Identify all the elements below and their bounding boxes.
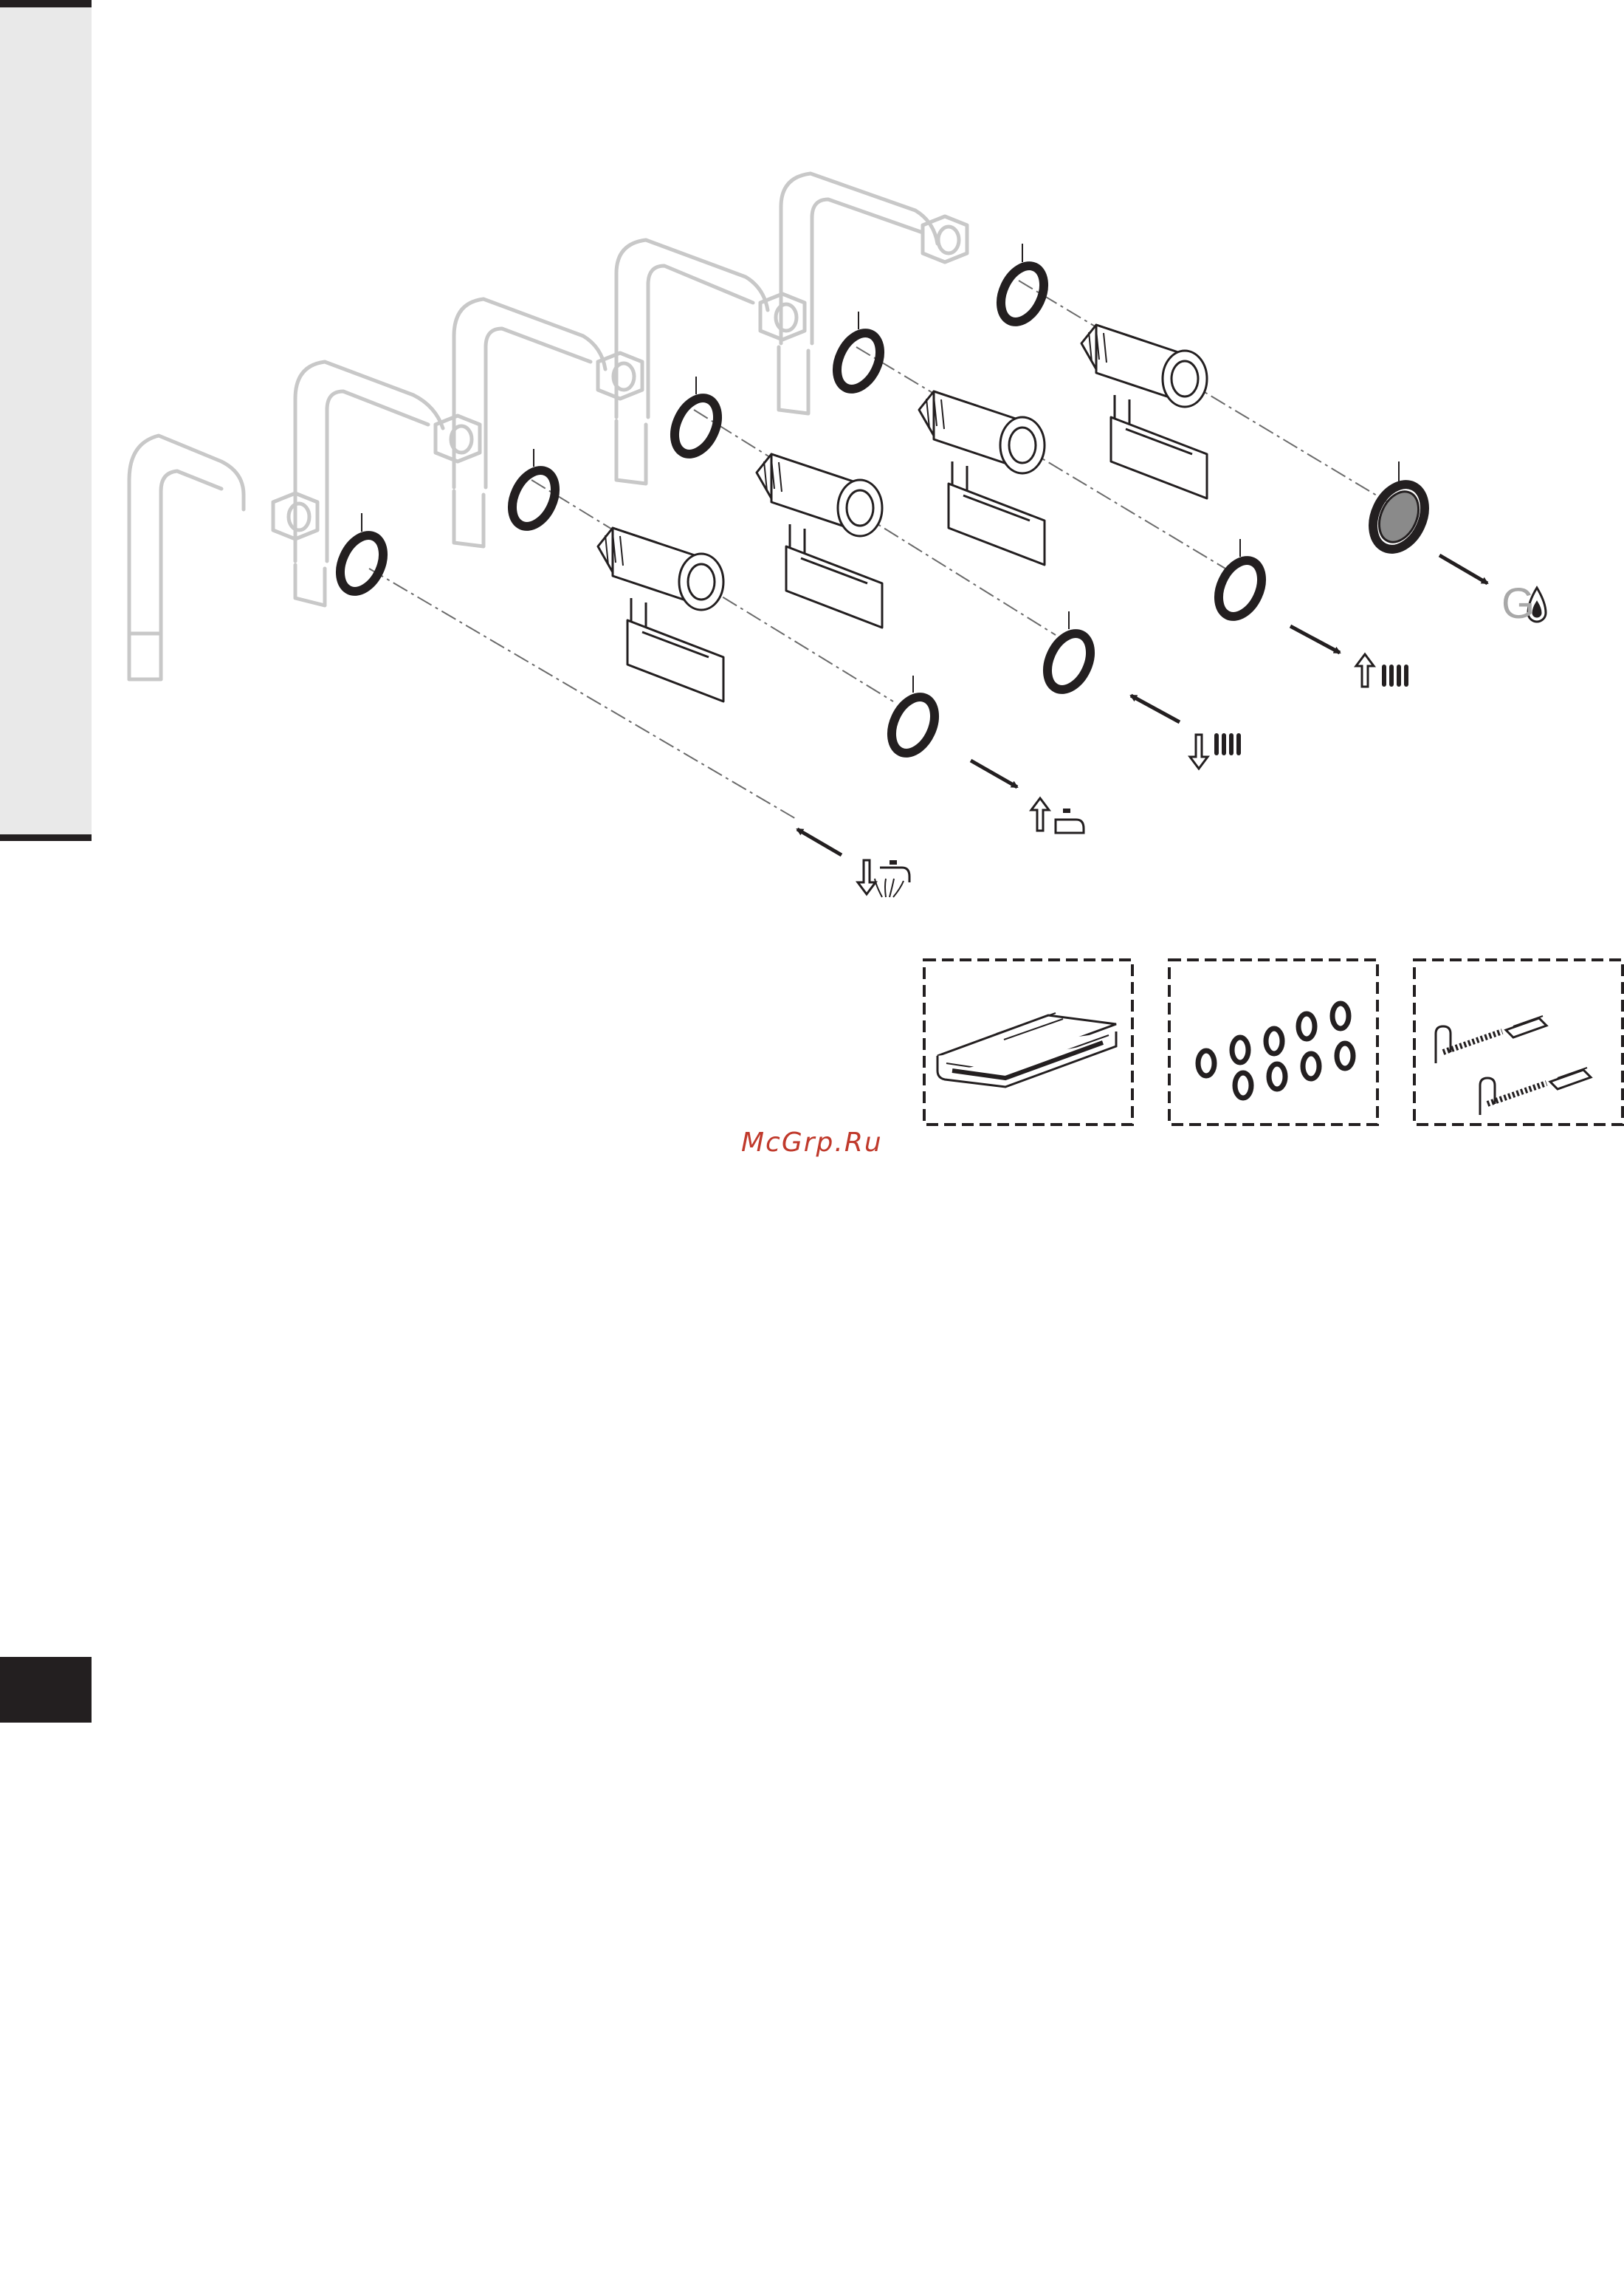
gas-label: G bbox=[1501, 580, 1535, 628]
valve-3 bbox=[919, 391, 1045, 565]
wall-hooks-plugs-icon bbox=[1436, 1016, 1591, 1115]
hot-water-outlet-icon bbox=[1031, 798, 1084, 833]
section-marker-block bbox=[0, 1657, 92, 1723]
heating-return-icon bbox=[1190, 733, 1241, 769]
connection-kit-diagram bbox=[0, 0, 1624, 1152]
arrow-gas-out bbox=[1439, 555, 1487, 583]
valves bbox=[598, 325, 1207, 701]
valve-1 bbox=[598, 528, 723, 701]
arrow-cold-water-in bbox=[797, 829, 842, 855]
gasket-row-5 bbox=[993, 244, 1053, 329]
arrow-heating-return-in bbox=[1131, 696, 1180, 722]
manual-booklet-icon bbox=[937, 1013, 1116, 1087]
heating-flow-icon bbox=[1356, 654, 1408, 687]
gasket-row-3 bbox=[667, 377, 726, 461]
gasket-set-icon bbox=[1198, 1003, 1353, 1098]
gaskets bbox=[332, 244, 1435, 760]
valve-4 bbox=[1081, 325, 1207, 498]
arrow-hot-water-out bbox=[971, 761, 1017, 787]
gas-filter-gasket bbox=[1363, 461, 1435, 557]
valve-2 bbox=[757, 454, 882, 628]
cold-water-inlet-icon bbox=[858, 860, 909, 897]
watermark: McGrp.Ru bbox=[741, 1124, 904, 1162]
arrow-heating-flow-out bbox=[1290, 626, 1340, 653]
